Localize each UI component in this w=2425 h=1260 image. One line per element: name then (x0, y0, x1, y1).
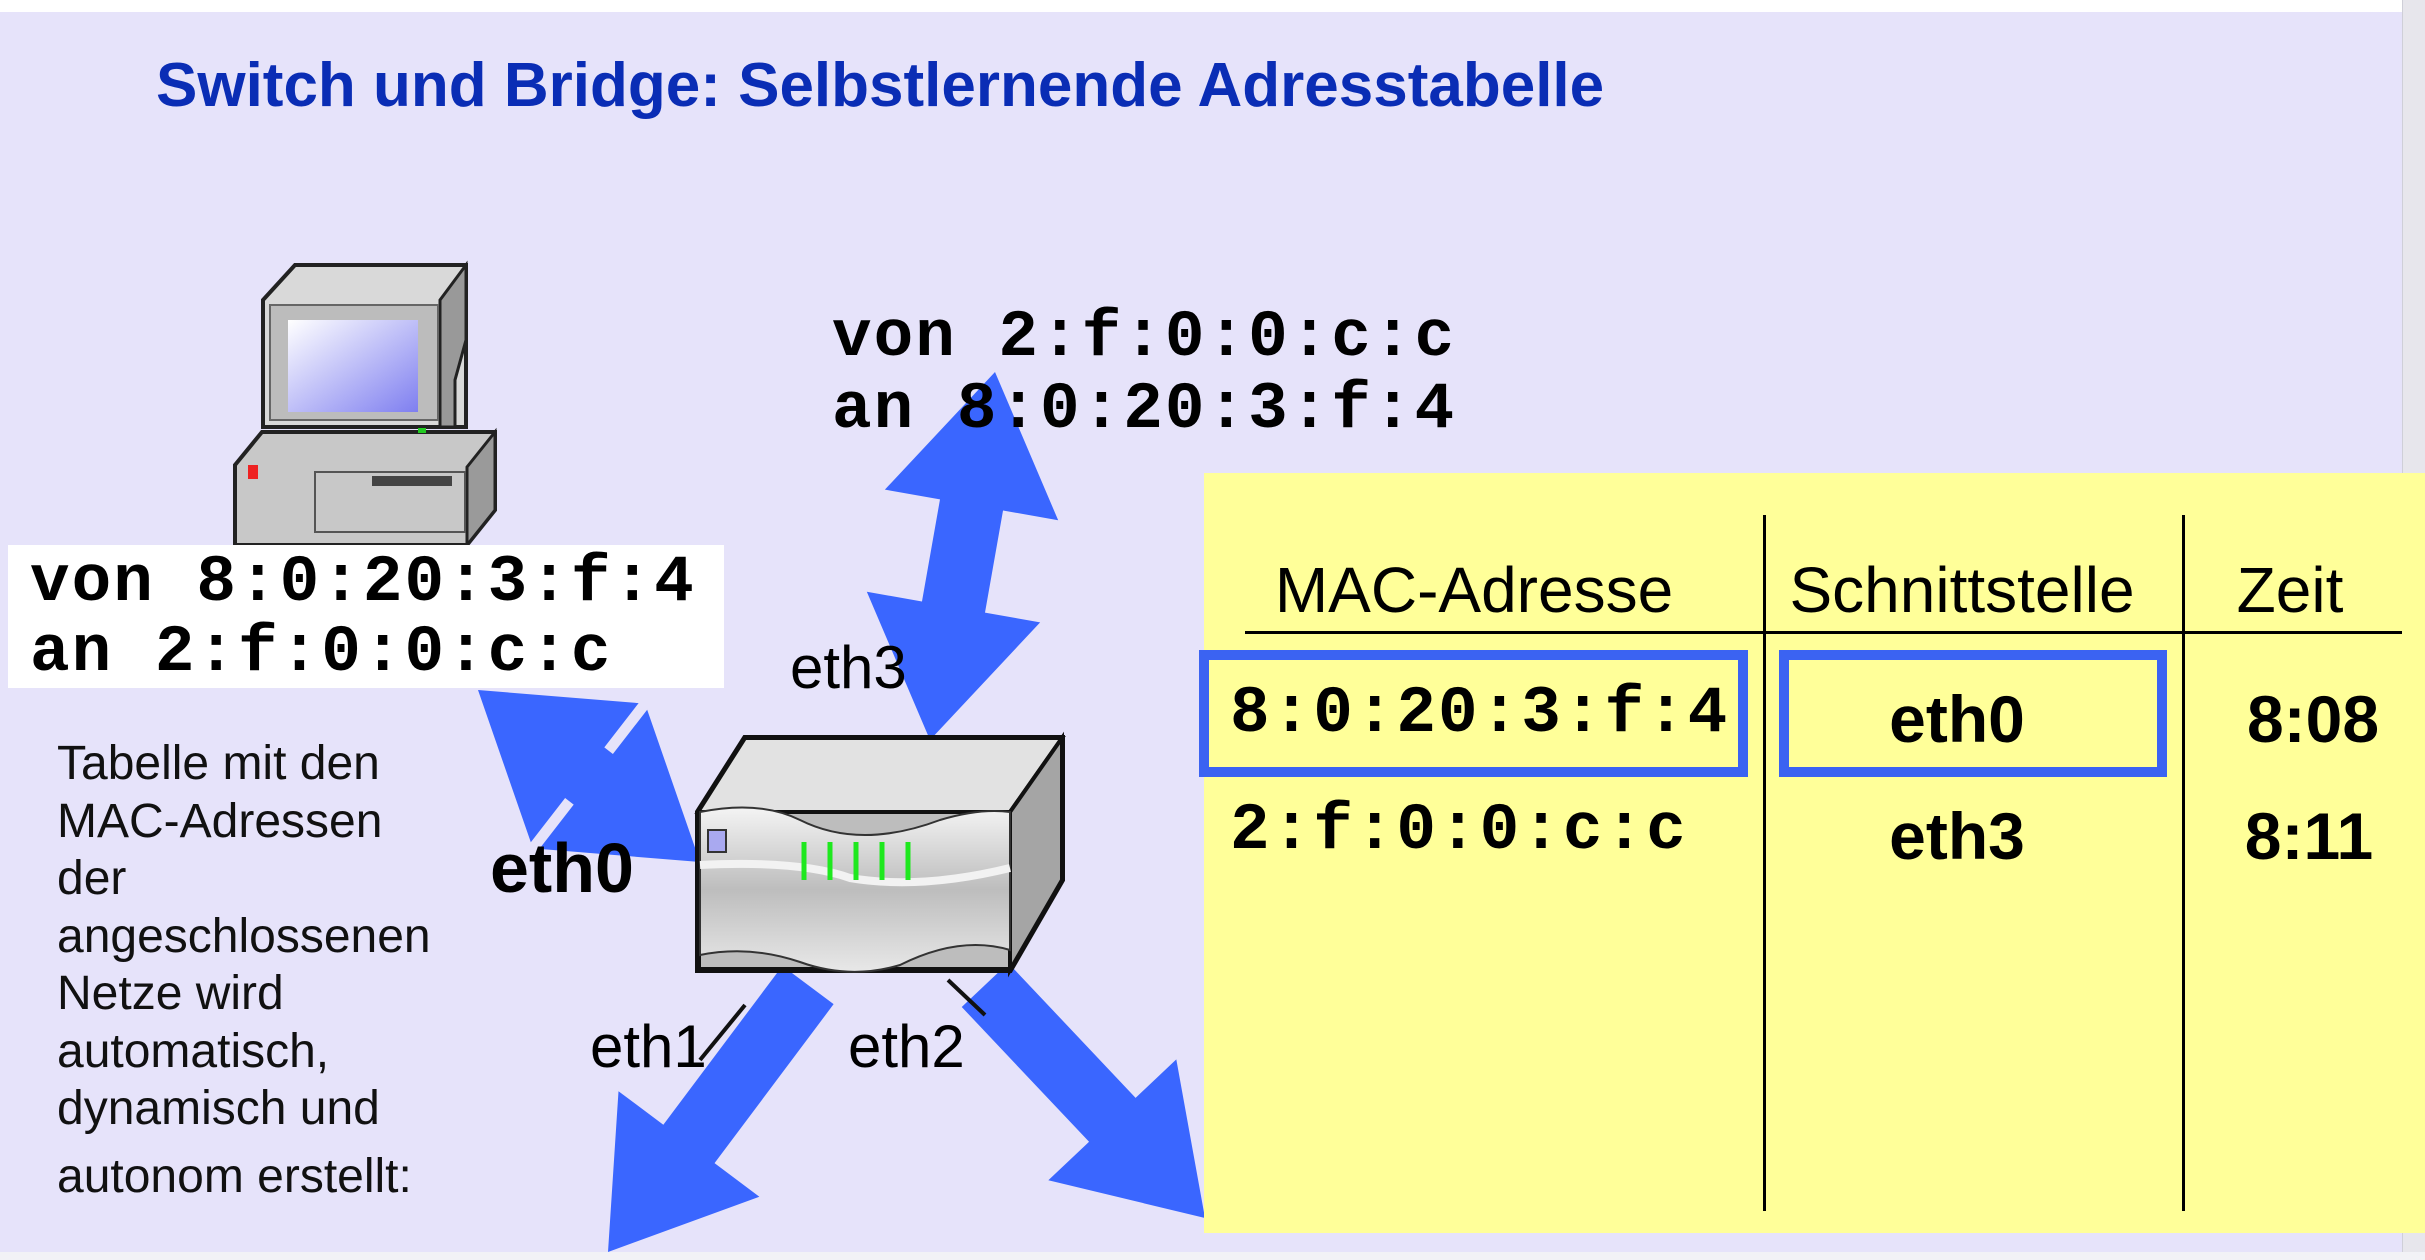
top-strip (0, 0, 2425, 12)
highlight-box-mac (1199, 650, 1748, 777)
description-line: autonom erstellt: (57, 1149, 412, 1203)
description-text: Tabelle mit den MAC-Adressen der angesch… (57, 735, 431, 1205)
frame-destination: an 8:0:20:3:f:4 (832, 372, 1457, 447)
description-line: MAC-Adressen (57, 794, 383, 848)
bottom-strip (0, 1252, 2425, 1260)
column-divider (1763, 515, 1766, 1211)
column-header-interface: Schnittstelle (1789, 554, 2135, 626)
description-line: automatisch, (57, 1024, 330, 1078)
port-label-eth0: eth0 (490, 829, 634, 907)
cell-interface: eth3 (1889, 799, 2025, 873)
description-line: angeschlossenen (57, 909, 431, 963)
header-divider (1245, 631, 2402, 634)
description-line: Netze wird (57, 967, 284, 1020)
description-line: der (57, 852, 127, 905)
description-line: Tabelle mit den (57, 737, 380, 790)
description-line: dynamisch und (57, 1082, 380, 1135)
frame-from-eth3: von 2:f:0:0:c:c an 8:0:20:3:f:4 (832, 300, 1457, 447)
cell-time: 8:08 (2246, 682, 2380, 756)
frame-destination: an 2:f:0:0:c:c (30, 615, 613, 690)
port-label-eth3: eth3 (790, 634, 907, 701)
cell-interface: eth0 (1889, 682, 2025, 756)
mac-address-table: MAC-Adresse Schnittstelle Zeit 8:0:20:3:… (1199, 473, 2425, 1233)
column-divider (2182, 515, 2185, 1211)
frame-from-host: von 8:0:20:3:f:4 an 2:f:0:0:c:c (8, 545, 724, 690)
arrow-eth1 (608, 965, 834, 1252)
slide-title: Switch und Bridge: Selbstlernende Adress… (156, 51, 1605, 120)
frame-source: von 8:0:20:3:f:4 (30, 545, 696, 620)
arrow-eth2 (961, 963, 1205, 1218)
cell-mac: 8:0:20:3:f:4 (1230, 676, 1730, 751)
column-header-mac: MAC-Adresse (1274, 554, 1674, 626)
port-label-eth1: eth1 (590, 1013, 707, 1080)
column-header-time: Zeit (2236, 554, 2344, 626)
highlight-box-interface (1779, 650, 2167, 777)
cell-mac: 2:f:0:0:c:c (1230, 793, 1688, 868)
port-label-eth2: eth2 (848, 1013, 965, 1080)
frame-source: von 2:f:0:0:c:c (832, 300, 1457, 375)
cell-time: 8:11 (2244, 799, 2374, 873)
